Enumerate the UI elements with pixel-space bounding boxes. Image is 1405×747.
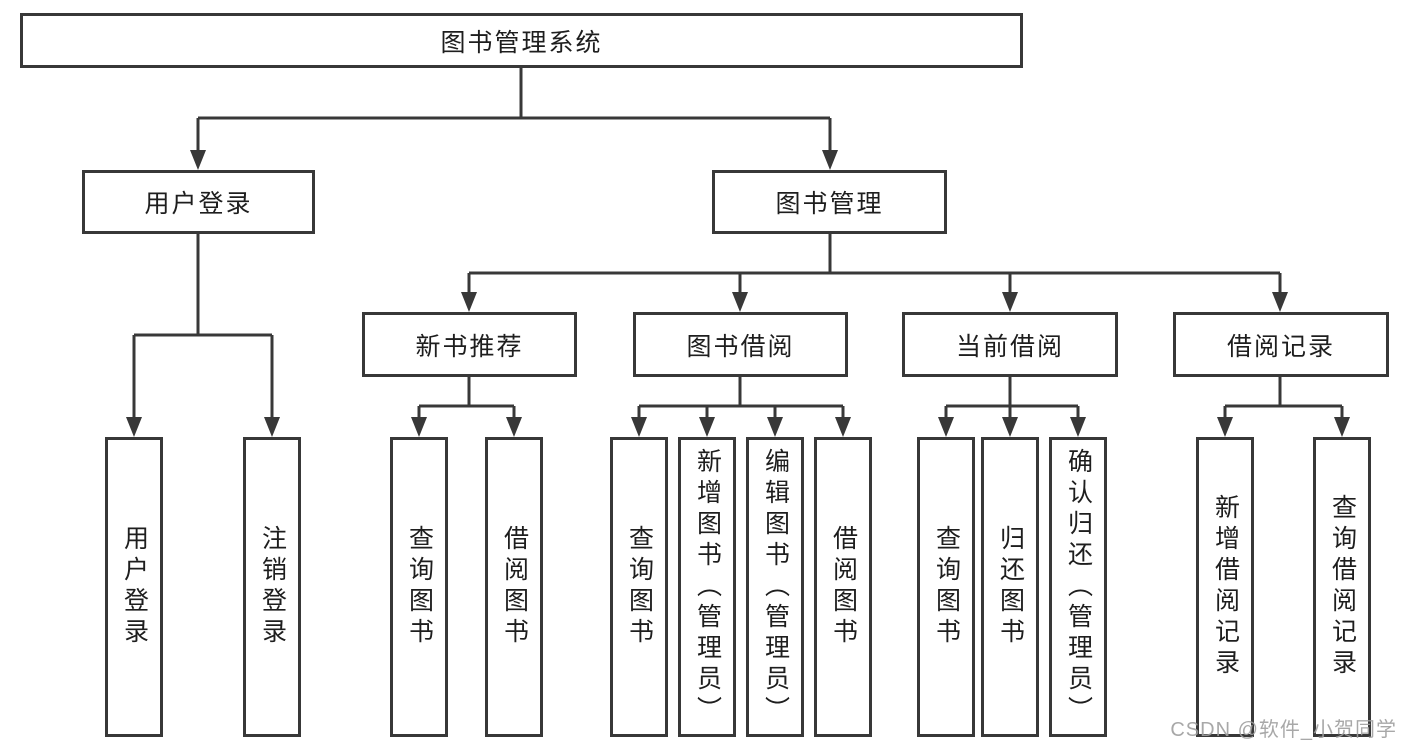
leaf-query-books-recommend: 查询图书 [390, 437, 448, 737]
arrowheads [126, 150, 1350, 437]
leaf-query-books-current: 查询图书 [917, 437, 975, 737]
node-library-management-system: 图书管理系统 [20, 13, 1023, 68]
leaf-borrow-books: 借阅图书 [814, 437, 872, 737]
leaf-edit-books-admin: 编辑图书（管理员） [746, 437, 804, 737]
node-label: 借阅记录 [1226, 332, 1335, 361]
node-label: 图书管理系统 [440, 28, 603, 57]
node-label: 借阅图书 [500, 525, 529, 649]
node-label: 用户登录 [120, 525, 149, 649]
node-label: 查询图书 [625, 525, 654, 649]
watermark: CSDN @软件_小贺同学 [1170, 719, 1397, 741]
node-current-borrowing: 当前借阅 [902, 312, 1118, 377]
node-label: 当前借阅 [955, 332, 1064, 361]
node-label: 查询借阅记录 [1328, 494, 1357, 680]
node-label: 归还图书 [996, 525, 1025, 649]
node-label: 新书推荐 [415, 332, 524, 361]
leaf-logout: 注销登录 [243, 437, 301, 737]
node-label: 图书管理 [775, 190, 884, 218]
leaf-query-borrow-record: 查询借阅记录 [1313, 437, 1371, 737]
connector-segments [132, 68, 1344, 421]
leaf-add-borrow-record: 新增借阅记录 [1196, 437, 1254, 737]
node-label: 图书借阅 [686, 332, 795, 361]
leaf-confirm-return-admin: 确认归还（管理员） [1049, 437, 1107, 737]
leaf-user-login: 用户登录 [105, 437, 163, 737]
node-label: 编辑图书（管理员） [761, 447, 790, 727]
node-label: 确认归还（管理员） [1064, 447, 1093, 727]
leaf-query-books-borrowing: 查询图书 [610, 437, 668, 737]
node-book-borrowing: 图书借阅 [633, 312, 848, 377]
node-book-management: 图书管理 [712, 170, 947, 234]
leaf-add-books-admin: 新增图书（管理员） [678, 437, 736, 737]
node-user-login: 用户登录 [82, 170, 315, 234]
leaf-borrow-books-recommend: 借阅图书 [485, 437, 543, 737]
node-label: 用户登录 [144, 190, 253, 218]
node-label: 注销登录 [258, 525, 287, 649]
node-label: 查询图书 [405, 525, 434, 649]
leaf-return-books: 归还图书 [981, 437, 1039, 737]
node-label: 新增借阅记录 [1211, 494, 1240, 680]
node-label: 新增图书（管理员） [693, 447, 722, 727]
node-label: 查询图书 [932, 525, 961, 649]
node-borrowing-records: 借阅记录 [1173, 312, 1389, 377]
node-label: 借阅图书 [829, 525, 858, 649]
node-new-book-recommend: 新书推荐 [362, 312, 577, 377]
